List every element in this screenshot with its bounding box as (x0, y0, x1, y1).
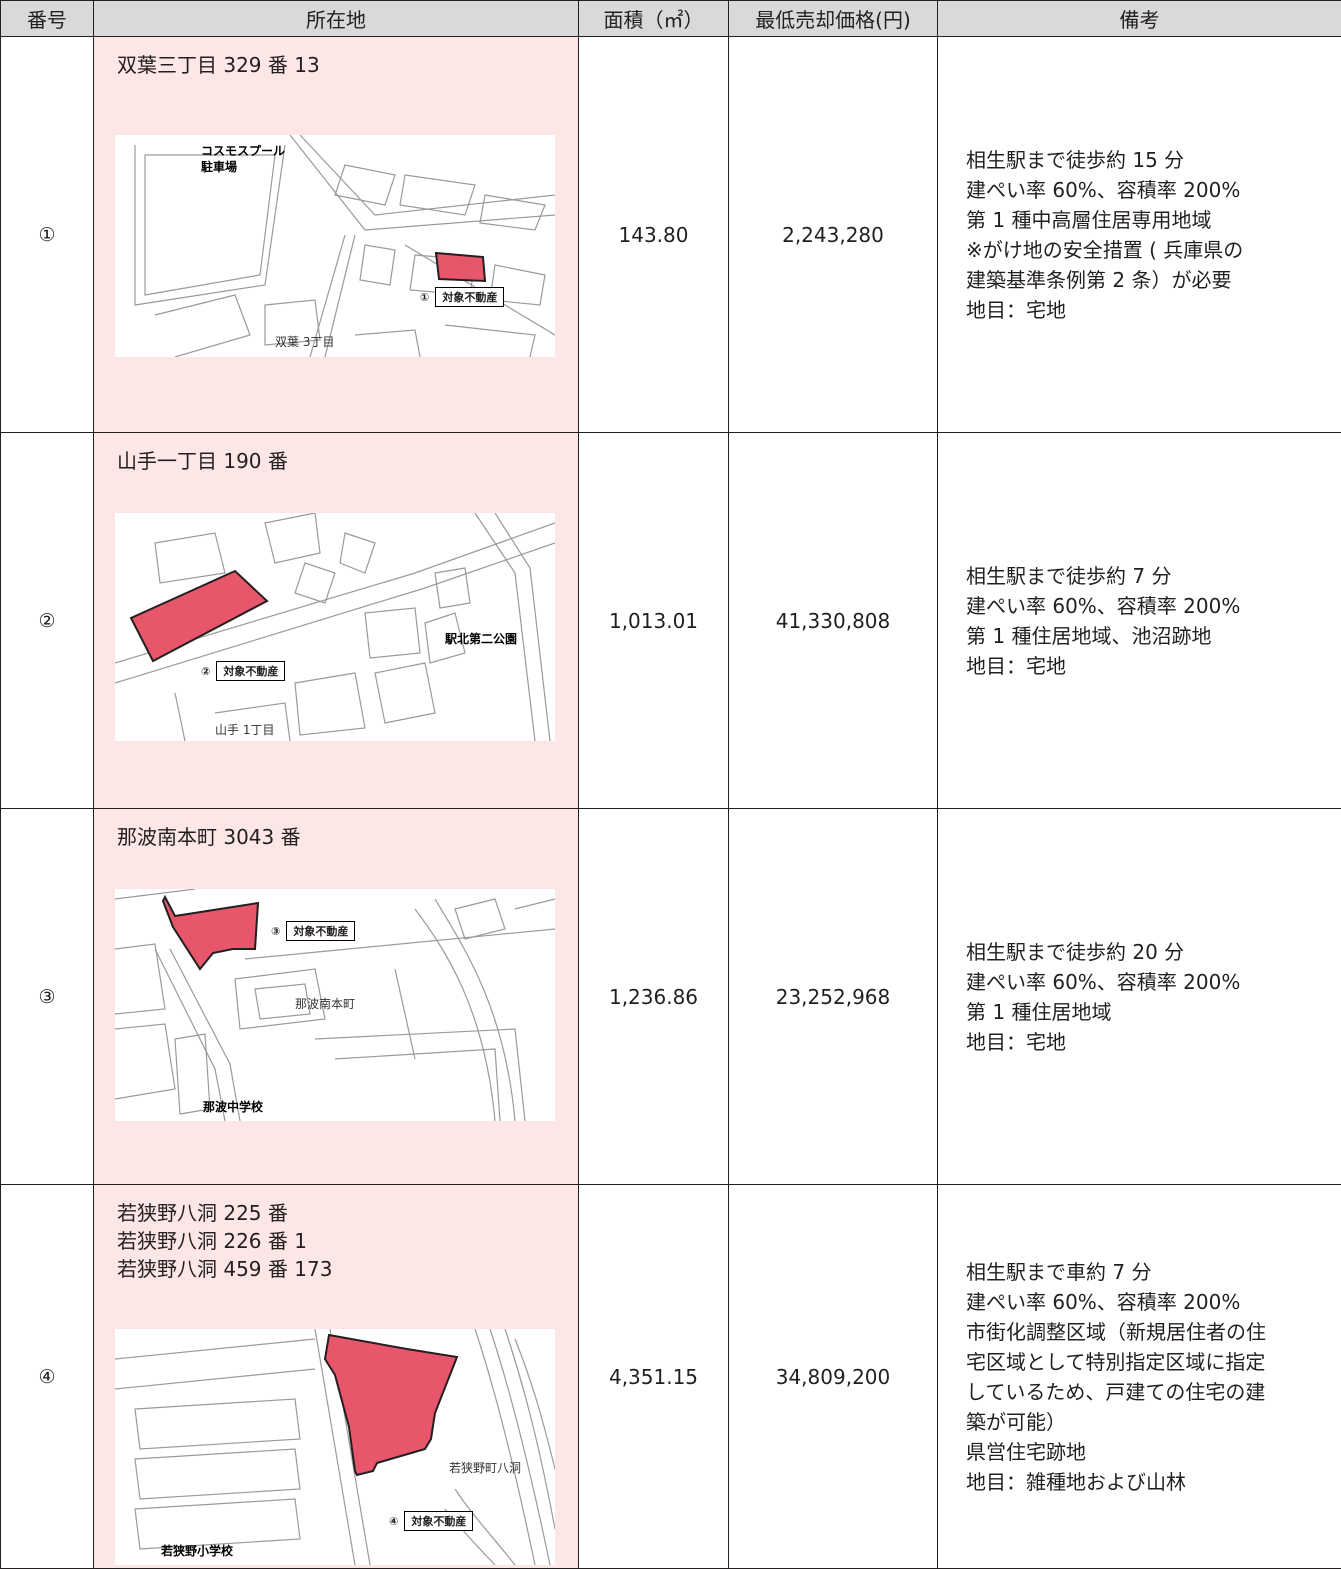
address-lines: 山手一丁目 190 番 (94, 433, 578, 475)
remark-line: 相生駅まで徒歩約 7 分 (966, 561, 1341, 591)
target-property-tag: ② 対象不動産 (201, 661, 285, 681)
tag-label: 対象不動産 (286, 921, 355, 941)
remark-line: 地目：宅地 (966, 295, 1341, 325)
remark-line: 第 1 種住居地域、池沼跡地 (966, 621, 1341, 651)
remark-line: 相生駅まで徒歩約 15 分 (966, 145, 1341, 175)
header-remarks: 備考 (938, 1, 1341, 37)
address-lines: 那波南本町 3043 番 (94, 809, 578, 851)
target-property-tag: ③ 対象不動産 (271, 921, 355, 941)
landmark-label: コスモスプール 駐車場 (201, 143, 285, 175)
address-line: 若狭野八洞 459 番 173 (117, 1255, 578, 1283)
remark-line: 第 1 種中高層住居専用地域 (966, 205, 1341, 235)
address-lines: 双葉三丁目 329 番 13 (94, 37, 578, 79)
row-number: ③ (1, 809, 94, 1185)
tag-number: ① (420, 291, 429, 304)
target-property-tag: ④ 対象不動産 (389, 1511, 473, 1531)
landmark-label: 駅北第二公園 (445, 631, 517, 647)
remark-line: 相生駅まで車約 7 分 (966, 1257, 1341, 1287)
table-row: ③ 那波南本町 3043 番 (1, 809, 1341, 1185)
district-label: 双葉 3丁目 (275, 333, 334, 350)
tag-label: 対象不動産 (435, 287, 504, 307)
tag-number: ④ (389, 1515, 398, 1528)
location-map: 駅北第二公園 山手 1丁目 ② 対象不動産 (115, 513, 555, 741)
row-area: 1,236.86 (579, 809, 729, 1185)
row-number: ② (1, 433, 94, 809)
row-location: 双葉三丁目 329 番 13 (94, 37, 579, 433)
tag-number: ③ (271, 925, 280, 938)
row-area: 143.80 (579, 37, 729, 433)
row-area: 1,013.01 (579, 433, 729, 809)
remark-line: 地目：雑種地および山林 (966, 1467, 1341, 1497)
table-row: ① 双葉三丁目 329 番 13 (1, 37, 1341, 433)
remark-line: 建ぺい率 60%、容積率 200% (966, 1287, 1341, 1317)
remark-line: 地目：宅地 (966, 1027, 1341, 1057)
parcel-shape (436, 253, 485, 281)
row-price: 34,809,200 (729, 1185, 938, 1569)
row-remarks: 相生駅まで徒歩約 15 分 建ぺい率 60%、容積率 200% 第 1 種中高層… (938, 37, 1341, 433)
table-row: ④ 若狭野八洞 225 番 若狭野八洞 226 番 1 若狭野八洞 459 番 … (1, 1185, 1341, 1569)
header-area: 面積（㎡） (579, 1, 729, 37)
parcel-shape (163, 897, 258, 969)
remark-line: 建ぺい率 60%、容積率 200% (966, 967, 1341, 997)
row-location: 那波南本町 3043 番 (94, 809, 579, 1185)
address-line: 山手一丁目 190 番 (117, 447, 578, 475)
district-label: 山手 1丁目 (215, 721, 274, 738)
address-line: 那波南本町 3043 番 (117, 823, 578, 851)
row-location: 山手一丁目 190 番 (94, 433, 579, 809)
remark-line: ※がけ地の安全措置 ( 兵庫県の (966, 235, 1341, 265)
row-area: 4,351.15 (579, 1185, 729, 1569)
landmark-label: 若狭野小学校 (161, 1543, 233, 1559)
remark-line: 地目：宅地 (966, 651, 1341, 681)
tag-label: 対象不動産 (404, 1511, 473, 1531)
location-map: 那波中学校 那波南本町 ③ 対象不動産 (115, 889, 555, 1121)
remark-line: 第 1 種住居地域 (966, 997, 1341, 1027)
remark-line: 宅区域として特別指定区域に指定 (966, 1347, 1341, 1377)
tag-number: ② (201, 665, 210, 678)
row-price: 41,330,808 (729, 433, 938, 809)
header-number: 番号 (1, 1, 94, 37)
address-line: 若狭野八洞 226 番 1 (117, 1227, 578, 1255)
map-graphic (115, 1329, 555, 1565)
row-location: 若狭野八洞 225 番 若狭野八洞 226 番 1 若狭野八洞 459 番 17… (94, 1185, 579, 1569)
row-remarks: 相生駅まで徒歩約 20 分 建ぺい率 60%、容積率 200% 第 1 種住居地… (938, 809, 1341, 1185)
remark-line: 建築基準条例第 2 条）が必要 (966, 265, 1341, 295)
remark-line: 築が可能） (966, 1407, 1341, 1437)
location-map: 若狭野小学校 若狭野町八洞 ④ 対象不動産 (115, 1329, 555, 1565)
remark-line: 建ぺい率 60%、容積率 200% (966, 591, 1341, 621)
parcel-shape (325, 1335, 457, 1475)
table-header-row: 番号 所在地 面積（㎡） 最低売却価格(円) 備考 (1, 1, 1341, 37)
remark-line: しているため、戸建ての住宅の建 (966, 1377, 1341, 1407)
landmark-label: 那波中学校 (203, 1099, 263, 1115)
district-label: 那波南本町 (295, 995, 355, 1012)
row-number: ④ (1, 1185, 94, 1569)
address-line: 双葉三丁目 329 番 13 (117, 51, 578, 79)
row-number: ① (1, 37, 94, 433)
row-price: 23,252,968 (729, 809, 938, 1185)
target-property-tag: ① 対象不動産 (420, 287, 504, 307)
remark-line: 県営住宅跡地 (966, 1437, 1341, 1467)
row-remarks: 相生駅まで徒歩約 7 分 建ぺい率 60%、容積率 200% 第 1 種住居地域… (938, 433, 1341, 809)
header-price: 最低売却価格(円) (729, 1, 938, 37)
remark-line: 市街化調整区域（新規居住者の住 (966, 1317, 1341, 1347)
remark-line: 相生駅まで徒歩約 20 分 (966, 937, 1341, 967)
address-line: 若狭野八洞 225 番 (117, 1199, 578, 1227)
header-location: 所在地 (94, 1, 579, 37)
tag-label: 対象不動産 (216, 661, 285, 681)
address-lines: 若狭野八洞 225 番 若狭野八洞 226 番 1 若狭野八洞 459 番 17… (94, 1185, 578, 1283)
row-remarks: 相生駅まで車約 7 分 建ぺい率 60%、容積率 200% 市街化調整区域（新規… (938, 1185, 1341, 1569)
parcel-shape (131, 571, 267, 661)
location-map: コスモスプール 駐車場 双葉 3丁目 ① 対象不動産 (115, 135, 555, 357)
map-graphic (115, 513, 555, 741)
table-row: ② 山手一丁目 190 番 (1, 433, 1341, 809)
remark-line: 建ぺい率 60%、容積率 200% (966, 175, 1341, 205)
map-graphic (115, 135, 555, 357)
district-label: 若狭野町八洞 (449, 1459, 521, 1476)
row-price: 2,243,280 (729, 37, 938, 433)
